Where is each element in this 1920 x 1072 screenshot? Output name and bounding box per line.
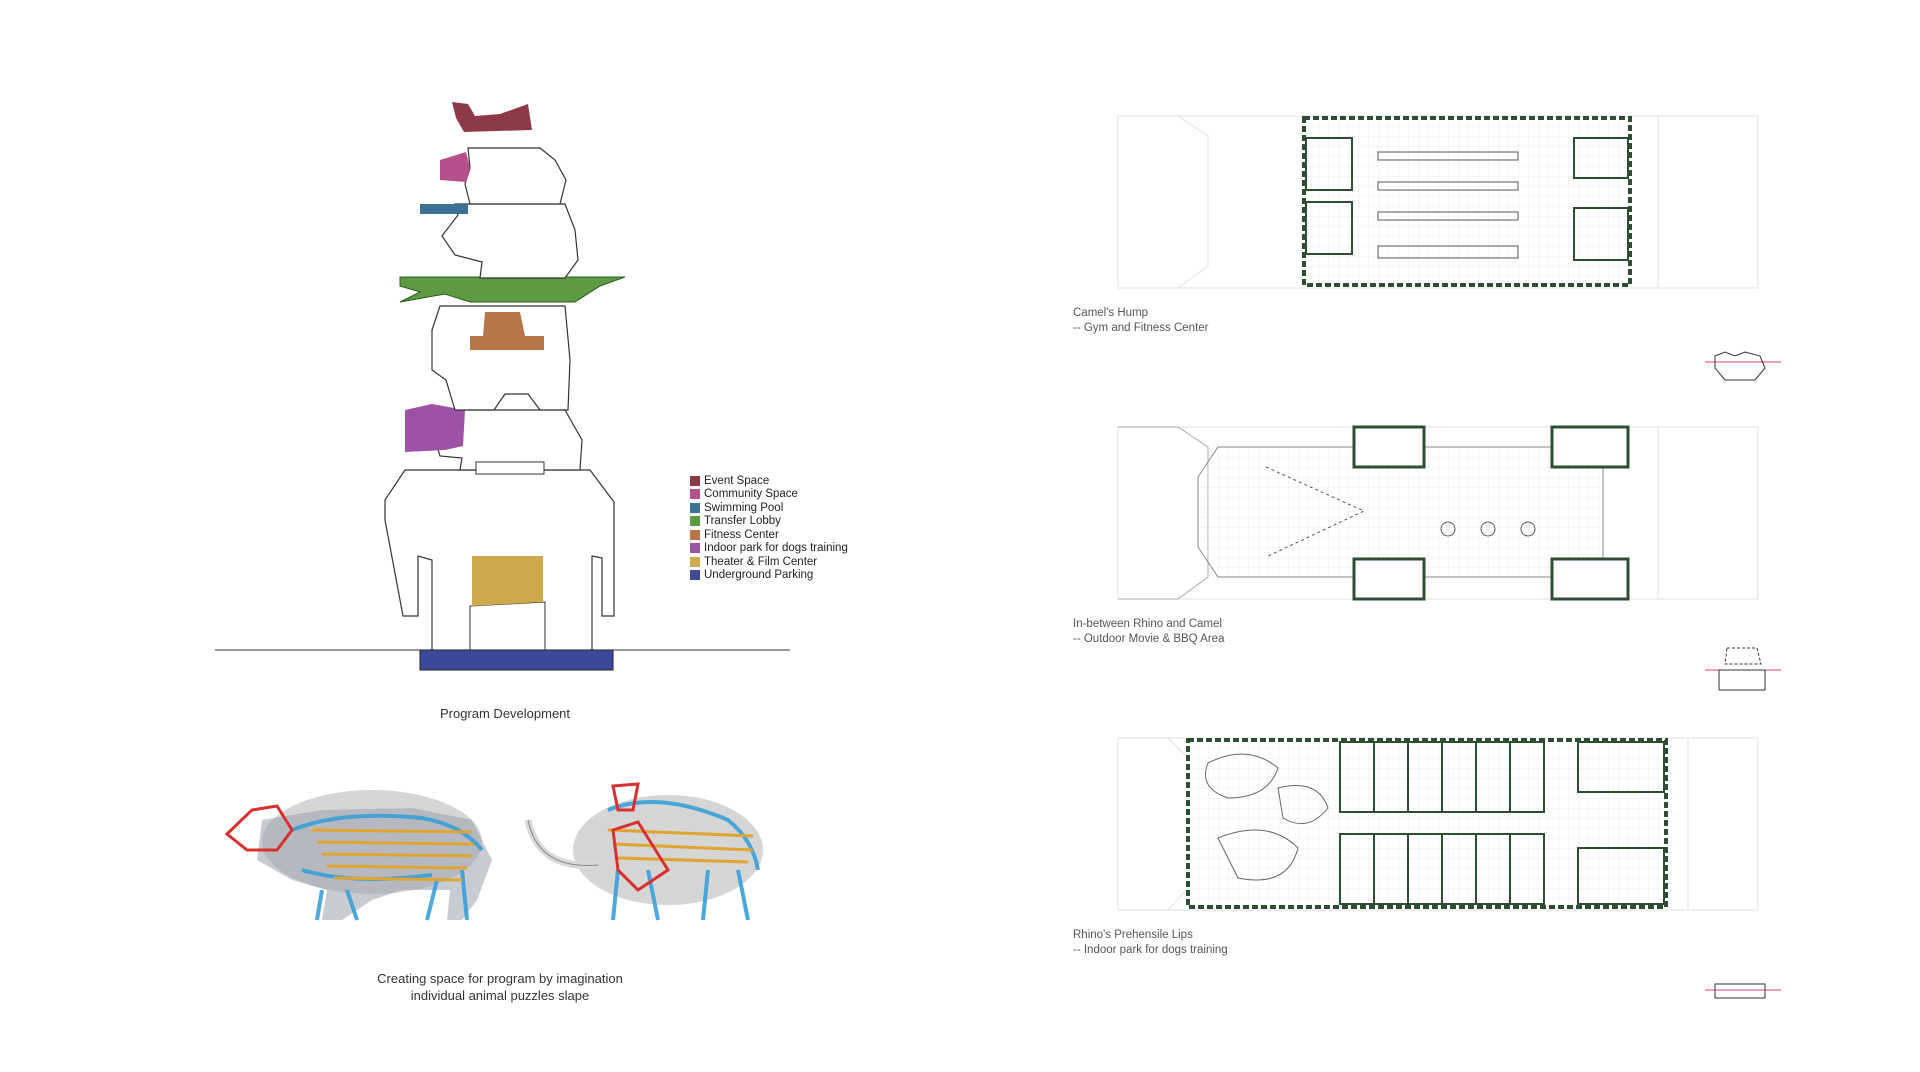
- plan-subtitle: -- Indoor park for dogs training: [1073, 944, 1228, 956]
- plan-subtitle: -- Outdoor Movie & BBQ Area: [1073, 633, 1225, 645]
- plan-caption-outdoor-movie: In-between Rhino and Camel -- Outdoor Mo…: [1073, 617, 1224, 647]
- legend-item-event: Event Space: [690, 474, 848, 488]
- animals-caption: Creating space for program by imaginatio…: [360, 970, 640, 1004]
- legend-label: Event Space: [704, 474, 770, 487]
- program-stack-diagram: [215, 102, 790, 671]
- transfer-lobby-block: [399, 276, 626, 303]
- event-block: [452, 102, 532, 132]
- legend-swatch: [690, 529, 700, 540]
- legend-label: Swimming Pool: [704, 501, 784, 514]
- community-block: [440, 152, 470, 182]
- upper-body-outline: [441, 203, 579, 279]
- plan-title: In-between Rhino and Camel: [1073, 618, 1222, 630]
- program-caption: Program Development: [439, 706, 571, 721]
- legend-item-community: Community Space: [690, 488, 848, 502]
- rhino-skeleton-illustration: [224, 790, 492, 921]
- legend-swatch: [690, 570, 700, 581]
- legend-label: Underground Parking: [704, 569, 814, 582]
- camel-body-outline: [431, 305, 571, 411]
- legend-item-fitness: Fitness Center: [690, 528, 848, 542]
- plan-caption-gym: Camel's Hump -- Gym and Fitness Center: [1073, 306, 1208, 336]
- key-icon-outdoor-movie: [1705, 647, 1781, 691]
- legend-label: Community Space: [704, 488, 798, 501]
- legend-label: Transfer Lobby: [704, 515, 781, 528]
- legend-swatch: [690, 556, 700, 567]
- key-icon-dog-park: [1705, 983, 1781, 999]
- floor-plan-dog-park: [1117, 737, 1759, 911]
- top-body-outline: [464, 147, 567, 205]
- legend-label: Fitness Center: [704, 528, 779, 541]
- legend-label: Theater & Film Center: [704, 555, 818, 568]
- mammoth-skeleton-illustration: [524, 782, 763, 921]
- parking-block: [419, 649, 614, 671]
- legend-label: Indoor park for dogs training: [704, 542, 848, 555]
- legend-swatch: [690, 516, 700, 527]
- dogpark-block: [405, 404, 465, 452]
- legend-item-lobby: Transfer Lobby: [690, 515, 848, 529]
- plan-subtitle: -- Gym and Fitness Center: [1073, 322, 1209, 334]
- floor-plan-outdoor-movie: [1117, 425, 1759, 601]
- pool-block: [420, 204, 468, 214]
- plan-title: Rhino's Prehensile Lips: [1073, 929, 1193, 941]
- lower-body-notch: [475, 461, 545, 475]
- animals-caption-line2: individual animal puzzles slape: [410, 988, 590, 1003]
- plan-title: Camel's Hump: [1073, 307, 1149, 319]
- legend-item-theater: Theater & Film Center: [690, 555, 848, 569]
- legend-swatch: [690, 543, 700, 554]
- animals-caption-line1: Creating space for program by imaginatio…: [377, 971, 623, 986]
- plan-caption-dog-park: Rhino's Prehensile Lips -- Indoor park f…: [1073, 928, 1228, 958]
- theater-block: [472, 556, 543, 606]
- legend-item-dogpark: Indoor park for dogs training: [690, 542, 848, 556]
- legend-swatch: [690, 489, 700, 500]
- program-legend: Event Space Community Space Swimming Poo…: [690, 474, 848, 582]
- legend-item-pool: Swimming Pool: [690, 501, 848, 515]
- legend-swatch: [690, 475, 700, 486]
- key-icon-gym: [1705, 351, 1781, 381]
- legend-item-parking: Underground Parking: [690, 569, 848, 583]
- elephant-inner-notch: [469, 601, 546, 653]
- floor-plan-gym: [1117, 115, 1759, 289]
- legend-swatch: [690, 502, 700, 513]
- fitness-block: [470, 312, 544, 350]
